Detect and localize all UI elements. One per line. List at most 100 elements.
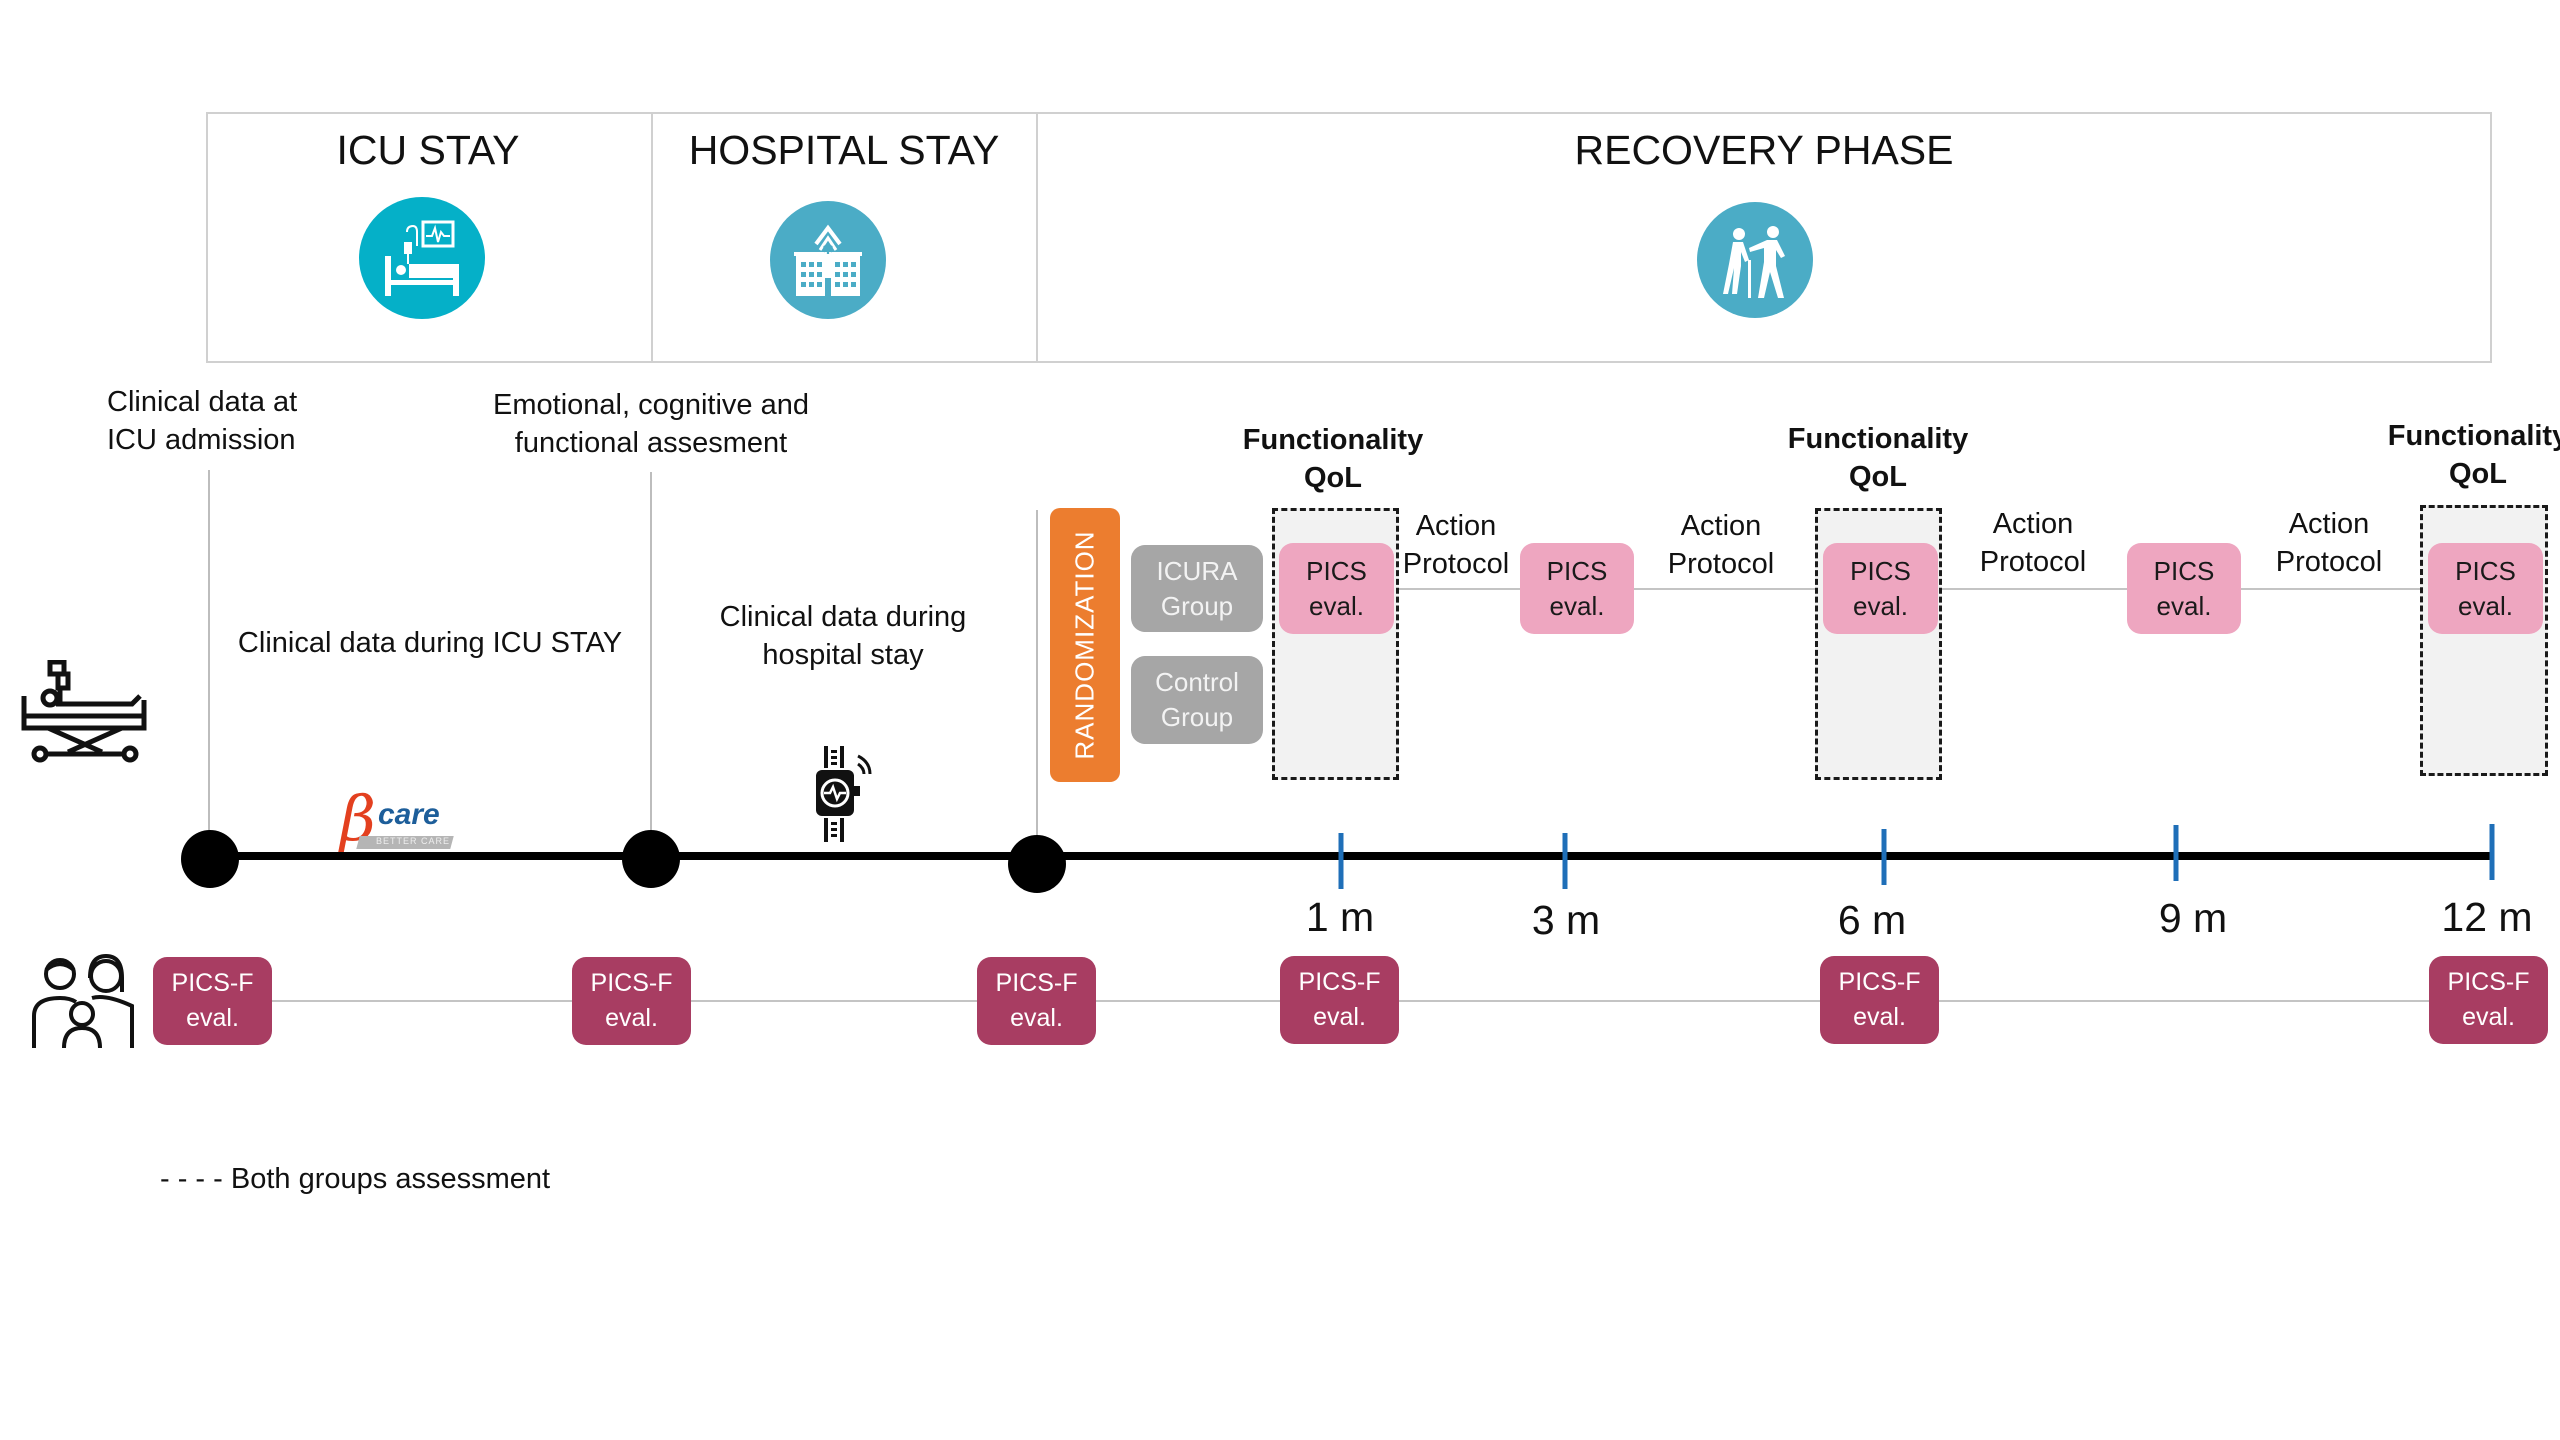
legend-dashes: - - - - [160, 1163, 223, 1195]
hospital-building-icon: ✱ [770, 201, 886, 319]
annotation-line: ICU admission [107, 424, 296, 456]
picsf-eval-box-hospital-discharge: PICS-F eval. [977, 957, 1096, 1045]
group-label: Group [1160, 590, 1234, 621]
protocol-text: Protocol [2275, 546, 2383, 578]
pics-eval-box-1m: PICS eval. [1279, 543, 1394, 634]
picsf-label: PICS-F [171, 969, 254, 997]
qol-text: QoL [1303, 462, 1362, 494]
annotation-line: Clinical data at [107, 386, 298, 418]
smartwatch-icon [812, 744, 876, 844]
qol-text: QoL [2448, 458, 2507, 490]
action-protocol-label: Action Protocol [1980, 505, 2086, 581]
group-label: Control [1155, 667, 1239, 697]
pics-eval-box-3m: PICS eval. [1520, 543, 1634, 634]
timeline-axis [210, 852, 2492, 860]
milestone-guide-line [650, 472, 652, 860]
qol-text: QoL [1848, 461, 1907, 493]
month-label-3m: 3 m [1531, 897, 1601, 943]
picsf-eval-box-icu-discharge: PICS-F eval. [572, 957, 691, 1045]
pics-eval-box-12m: PICS eval. [2428, 543, 2543, 634]
eval-label: eval. [1313, 1003, 1366, 1031]
annotation-icu-admission: Clinical data at ICU admission [107, 383, 297, 459]
functionality-text: Functionality [1242, 424, 1424, 456]
pics-label: PICS [1306, 555, 1367, 586]
pics-label: PICS [2455, 555, 2516, 586]
functionality-qol-label: Functionality QoL [1788, 420, 1968, 496]
picsf-label: PICS-F [2447, 968, 2530, 996]
picsf-eval-box-12m: PICS-F eval. [2429, 956, 2548, 1044]
group-label: ICURA [1156, 555, 1238, 586]
hospital-bed-patient-icon [18, 659, 152, 764]
eval-label: eval. [2458, 590, 2513, 621]
eval-label: eval. [1309, 590, 1364, 621]
picsf-label: PICS-F [1838, 968, 1921, 996]
functionality-text: Functionality [2387, 420, 2560, 452]
action-protocol-label: Action Protocol [1403, 507, 1509, 583]
picsf-label: PICS-F [995, 969, 1078, 997]
eval-label: eval. [1549, 590, 1605, 621]
eval-label: eval. [605, 1004, 658, 1032]
phase-divider [651, 112, 653, 363]
month-label-1m: 1 m [1305, 894, 1375, 940]
eval-label: eval. [1853, 590, 1908, 621]
eval-label: eval. [1853, 1003, 1906, 1031]
protocol-text: Protocol [1979, 546, 2087, 578]
picsf-label: PICS-F [590, 969, 673, 997]
action-text: Action [1680, 510, 1762, 542]
timeline-tick-12m [2489, 824, 2495, 880]
month-label-12m: 12 m [2441, 894, 2533, 940]
eval-label: eval. [1010, 1004, 1063, 1032]
eval-label: eval. [2462, 1003, 2515, 1031]
pics-eval-box-6m: PICS eval. [1823, 543, 1938, 634]
annotation-during-hospital: Clinical data during hospital stay [720, 598, 967, 674]
timeline-tick-1m [1338, 833, 1344, 889]
protocol-text: Protocol [1402, 548, 1510, 580]
functionality-qol-label: Functionality QoL [1243, 421, 1423, 497]
action-protocol-label: Action Protocol [1668, 507, 1774, 583]
picsf-eval-box-6m: PICS-F eval. [1820, 956, 1939, 1044]
annotation-assessment: Emotional, cognitive and functional asse… [493, 386, 809, 462]
timeline-tick-6m [1881, 829, 1887, 885]
action-text: Action [1415, 510, 1497, 542]
pics-connector-line [1398, 588, 2488, 590]
month-label-6m: 6 m [1837, 897, 1907, 943]
milestone-dot-randomization [1008, 835, 1066, 893]
phase-title-icu: ICU STAY [336, 127, 520, 173]
pics-label: PICS [1546, 555, 1608, 586]
group-label: Group [1160, 702, 1234, 732]
randomization-bar: RANDOMIZATION [1050, 508, 1120, 782]
pics-label: PICS [1850, 555, 1911, 586]
annotation-line: hospital stay [762, 639, 924, 671]
annotation-during-icu: Clinical data during ICU STAY [237, 627, 623, 659]
milestone-guide-line [208, 470, 210, 860]
pics-label: PICS [2153, 555, 2215, 586]
bcare-logo: β care BETTER CARE [340, 782, 456, 855]
logo-word: care [378, 798, 440, 831]
action-text: Action [1992, 508, 2074, 540]
functionality-qol-label: Functionality QoL [2388, 417, 2560, 493]
svg-text:✱: ✱ [822, 242, 834, 258]
phase-divider [1036, 112, 1038, 363]
milestone-dot-icu-discharge [622, 830, 680, 888]
logo-tagline: BETTER CARE [376, 836, 451, 846]
phase-header-frame [206, 112, 2492, 363]
eval-label: eval. [2156, 590, 2212, 621]
icura-group-box: ICURA Group [1131, 545, 1263, 632]
timeline-tick-9m [2173, 825, 2179, 881]
phase-title-hospital: HOSPITAL STAY [688, 127, 1000, 173]
legend: - - - - Both groups assessment [160, 1163, 550, 1196]
protocol-text: Protocol [1667, 548, 1775, 580]
annotation-line: Emotional, cognitive and [493, 389, 809, 421]
annotation-line: functional assesment [514, 427, 788, 459]
annotation-line: Clinical data during [719, 601, 967, 633]
picsf-eval-box-icu-admission: PICS-F eval. [153, 957, 272, 1045]
month-label-9m: 9 m [2158, 895, 2228, 941]
phase-title-recovery: RECOVERY PHASE [1574, 127, 1954, 173]
randomization-label: RANDOMIZATION [1069, 530, 1100, 760]
pics-eval-box-9m: PICS eval. [2127, 543, 2241, 634]
legend-text: Both groups assessment [230, 1163, 551, 1195]
eval-label: eval. [186, 1004, 239, 1032]
functionality-text: Functionality [1787, 423, 1969, 455]
icu-bed-monitor-icon [359, 197, 485, 319]
picsf-label: PICS-F [1298, 968, 1381, 996]
